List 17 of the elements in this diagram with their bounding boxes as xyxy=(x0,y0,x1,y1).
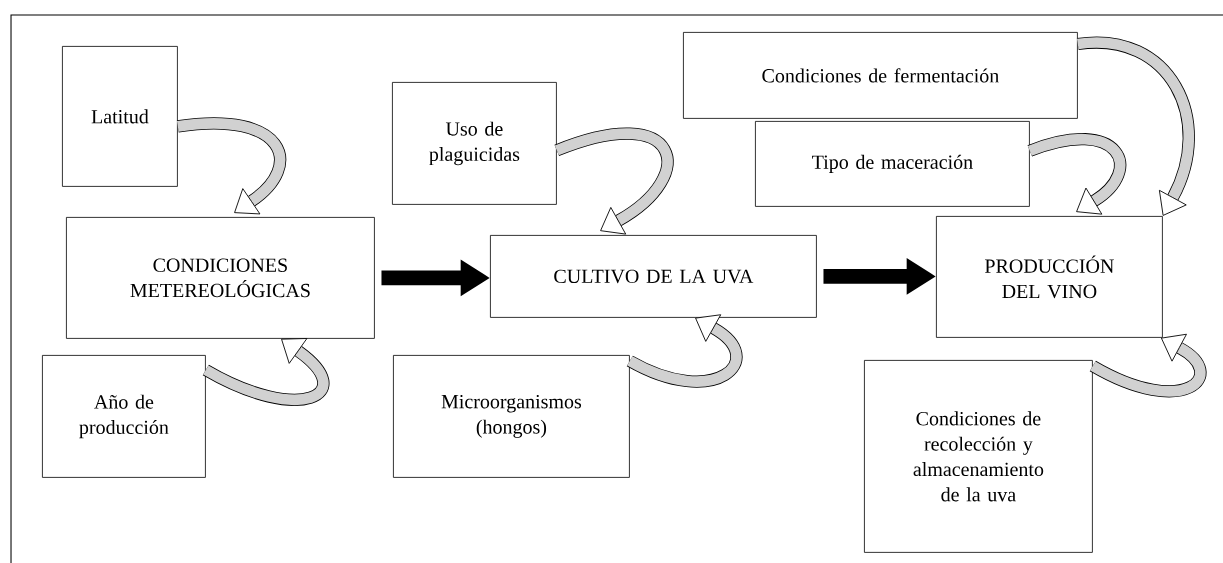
curved-arrow xyxy=(1089,333,1207,398)
text-box: Año de producción xyxy=(42,355,206,478)
text-box: Condiciones de fermentación xyxy=(683,32,1078,119)
text-box: Latitud xyxy=(62,46,178,187)
text-box: CONDICIONES METEREOLÓGICAS xyxy=(66,217,375,339)
text-box: Uso de plaguicidas xyxy=(392,82,557,205)
curved-arrow xyxy=(627,314,743,388)
text-box: Microorganismos (hongos) xyxy=(393,355,630,478)
curved-arrow xyxy=(202,338,330,406)
text-box: CULTIVO DE LA UVA xyxy=(490,235,817,318)
curved-arrow xyxy=(554,127,674,235)
curved-arrow xyxy=(1027,133,1127,215)
text-box: Condiciones de recolección y almacenamiento de la uva xyxy=(864,360,1093,553)
curved-arrow xyxy=(177,117,287,215)
text-box: Tipo de maceración xyxy=(755,121,1030,207)
curved-arrow xyxy=(1077,36,1195,216)
text-box: PRODUCCIÓN DEL VINO xyxy=(936,216,1163,338)
